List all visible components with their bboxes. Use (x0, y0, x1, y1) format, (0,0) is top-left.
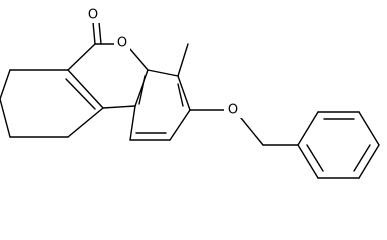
bond (169, 109, 191, 141)
bond (358, 111, 380, 146)
bond-double-inner (177, 83, 184, 107)
carbonyl-bond (98, 21, 102, 45)
benzyloxy-group (189, 109, 299, 146)
bond (177, 75, 191, 111)
bond (67, 69, 104, 109)
bond-double-inner (65, 78, 96, 110)
bond (147, 69, 179, 77)
bond (0, 98, 11, 138)
atom-symbol: O (117, 36, 127, 51)
bond (134, 69, 149, 107)
ether-oxygen-label: O (224, 102, 242, 118)
phenyl-ring (297, 111, 380, 179)
carbonyl-bond (92, 21, 96, 45)
ring-oxygen-label: O (114, 35, 130, 51)
bond (358, 144, 380, 179)
bond (240, 117, 264, 146)
carbonyl-oxygen-label: O (86, 7, 100, 23)
bond-double-inner (353, 144, 371, 172)
atom-symbol: O (88, 8, 98, 23)
bond-double-inner (306, 144, 324, 172)
bond (297, 144, 319, 179)
bond (297, 111, 319, 146)
bond-double-inner (138, 75, 146, 105)
bond (0, 69, 11, 100)
lactone-ring (67, 21, 149, 109)
aromatic-ring (129, 69, 191, 141)
cyclohexene-ring (0, 69, 104, 138)
bond (129, 105, 136, 141)
bond (102, 105, 136, 109)
bond (67, 43, 96, 71)
methyl-bond (177, 43, 189, 77)
bond (128, 47, 149, 71)
atom-symbol: O (228, 103, 238, 118)
bond (67, 107, 104, 138)
structure-drawing: O O O (0, 7, 380, 179)
